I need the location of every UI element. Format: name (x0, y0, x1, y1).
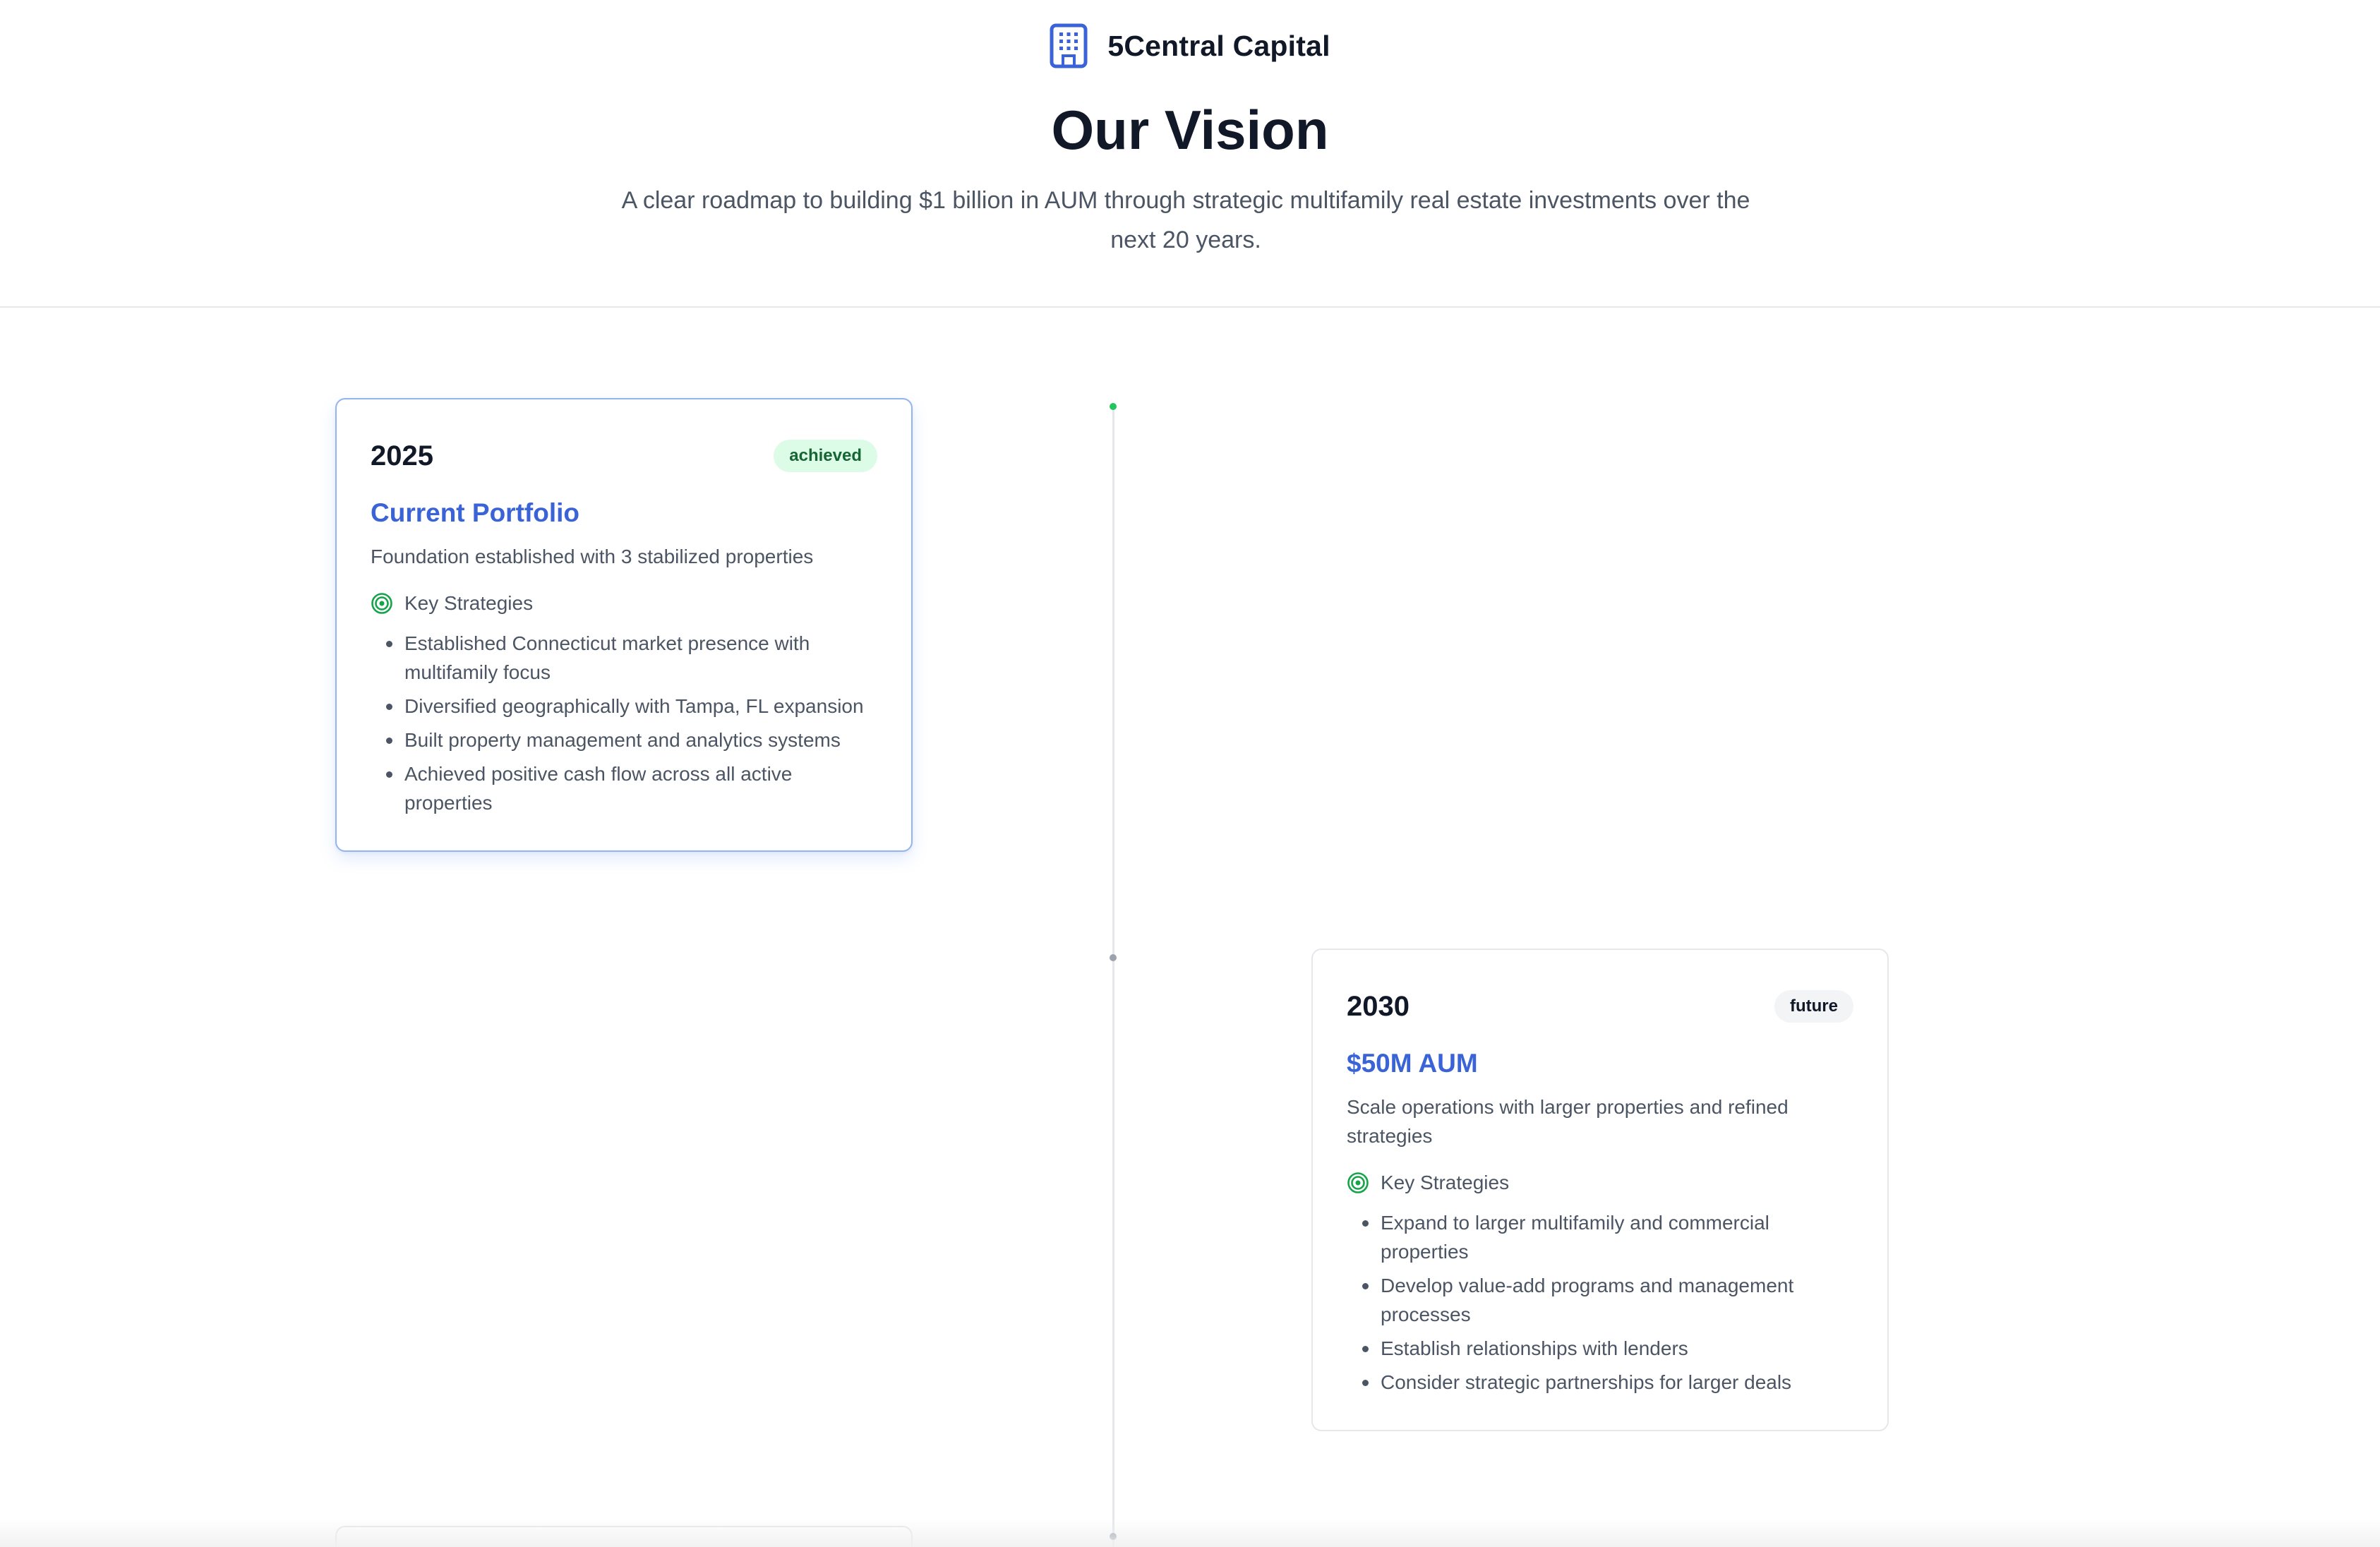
page-title: Our Vision (1051, 99, 1329, 161)
strategy-item: Achieved positive cash flow across all a… (371, 759, 877, 817)
milestone-year: 2025 (371, 440, 433, 471)
strategy-item: Expand to larger multifamily and commerc… (1347, 1208, 1853, 1266)
strategy-item: Built property management and analytics … (371, 726, 877, 754)
milestone-title: Current Portfolio (371, 498, 579, 527)
strategy-item: Establish relationships with lenders (1347, 1334, 1853, 1363)
strategy-item: Diversified geographically with Tampa, F… (371, 692, 877, 721)
key-strategies-label: Key Strategies (1381, 1172, 1510, 1193)
strategy-item: Established Connecticut market presence … (371, 629, 877, 687)
brand-name: 5Central Capital (1107, 29, 1330, 62)
milestone-card-2025[interactable]: 2025 achieved Current Portfolio Foundati… (335, 398, 913, 852)
status-badge: achieved (774, 440, 877, 472)
page-subtitle: A clear roadmap to building $1 billion i… (621, 187, 1750, 253)
timeline-dot-future (1110, 954, 1117, 961)
target-icon (1347, 1172, 1369, 1193)
milestone-card-2030[interactable]: 2030 future $50M AUM Scale operations wi… (1311, 949, 1889, 1431)
building-icon (1050, 23, 1088, 68)
strategy-list: Established Connecticut market presence … (371, 629, 877, 817)
milestone-description: Foundation established with 3 stabilized… (371, 546, 814, 567)
timeline-line (1112, 407, 1114, 1547)
timeline-dot-achieved (1110, 403, 1117, 410)
strategy-list: Expand to larger multifamily and commerc… (1347, 1208, 1853, 1397)
strategy-item: Consider strategic partnerships for larg… (1347, 1368, 1853, 1397)
key-strategies-heading: Key Strategies (1347, 1167, 1853, 1198)
key-strategies-label: Key Strategies (404, 592, 534, 614)
scroll-fade (0, 1519, 2380, 1547)
page-header: 5Central Capital Our Vision A clear road… (0, 0, 2380, 308)
milestone-year: 2030 (1347, 990, 1410, 1022)
milestone-title: $50M AUM (1347, 1049, 1478, 1078)
key-strategies-heading: Key Strategies (371, 588, 877, 619)
milestone-description: Scale operations with larger properties … (1347, 1096, 1789, 1147)
status-badge: future (1774, 990, 1853, 1023)
strategy-item: Develop value-add programs and managemen… (1347, 1271, 1853, 1329)
brand-logo[interactable]: 5Central Capital (0, 21, 2380, 71)
target-icon (371, 593, 392, 614)
